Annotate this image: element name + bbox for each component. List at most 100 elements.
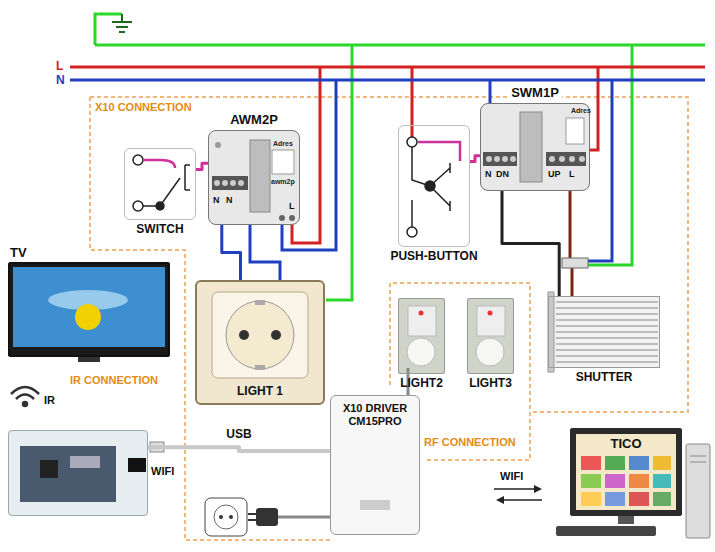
- tile: [629, 492, 649, 506]
- monitor-screen: [576, 434, 676, 510]
- node-label: X10 DRIVER CM15PRO: [335, 402, 415, 427]
- tv-art: [8, 262, 170, 362]
- driver-body: [330, 395, 420, 535]
- switch-wire: [143, 160, 175, 168]
- text-label: X10 CONNECTION: [95, 101, 192, 113]
- tile: [581, 456, 601, 470]
- raspberry-art: [8, 430, 164, 516]
- arrow-head: [496, 496, 504, 504]
- lamp-module: LIGHT2: [398, 298, 445, 374]
- text-label: IR: [44, 394, 55, 406]
- socket-plate: [212, 292, 308, 378]
- tile: [629, 474, 649, 488]
- ir-wave: [11, 387, 39, 394]
- lamp-module-body: [477, 306, 505, 336]
- tile: [605, 456, 625, 470]
- ir-wave: [16, 395, 34, 400]
- push-button-symbol: PUSH-BUTTON: [398, 125, 470, 247]
- awm2p-module: [208, 130, 300, 225]
- connector-label: USB: [224, 429, 253, 442]
- node-label: PUSH-BUTTON: [390, 250, 477, 264]
- tv-set: TV: [8, 262, 170, 357]
- lamp-photo: [398, 298, 445, 374]
- pc-tower: [686, 444, 710, 538]
- power-wires: [70, 14, 705, 300]
- x10-driver: X10 DRIVER CM15PRO: [330, 395, 420, 535]
- screw: [502, 156, 508, 162]
- ir-dot: [23, 402, 27, 406]
- text-label: IR CONNECTION: [70, 374, 158, 386]
- lamp-module-body: [408, 306, 436, 336]
- module-body: [480, 103, 590, 191]
- live-wire: [70, 66, 705, 69]
- text-label: Adres: [571, 107, 591, 115]
- address-dial: [272, 150, 294, 174]
- computer-monitor: TICO: [570, 428, 682, 516]
- socket-hole: [271, 330, 281, 340]
- swm1p-module: [480, 103, 590, 191]
- text-label: WIFI: [500, 470, 523, 482]
- wall-socket: LIGHT 1: [195, 280, 325, 405]
- wire-connector: [470, 156, 480, 162]
- shutter-slats: [556, 302, 658, 362]
- raspberry-pi: WIFI: [8, 430, 148, 516]
- screw: [230, 180, 236, 186]
- shutter-art: [548, 258, 660, 372]
- node-label: AWM2P: [230, 113, 278, 128]
- text-label: UP: [548, 170, 561, 180]
- switch-symbol: SWITCH: [124, 148, 196, 220]
- motor-wire: [570, 191, 572, 296]
- bulb: [407, 338, 435, 366]
- computer-art: [556, 428, 710, 538]
- lamp-module: LIGHT3: [467, 298, 514, 374]
- earth-clip: [255, 300, 265, 305]
- junction-box: [562, 258, 588, 268]
- switch-art: [133, 155, 190, 211]
- wifi-arrows: [494, 485, 542, 504]
- tv-stand: [78, 357, 100, 362]
- node-label: LIGHT2: [400, 377, 443, 391]
- socket-well: [226, 301, 294, 369]
- screw: [486, 156, 492, 162]
- lamp-led: [488, 311, 493, 316]
- text-label: awm2p: [271, 178, 295, 186]
- lamp-art: [398, 298, 514, 374]
- terminal: [133, 155, 143, 165]
- terminal-block: [483, 152, 517, 166]
- socket-frame: [195, 280, 325, 405]
- terminal-block: [212, 176, 248, 190]
- plug-prongs: [248, 514, 256, 520]
- chip: [40, 460, 58, 478]
- push-contacts: [412, 147, 450, 227]
- screw: [494, 156, 500, 162]
- screw: [569, 156, 575, 162]
- arrow-line: [500, 499, 542, 501]
- wire-connector: [148, 447, 330, 451]
- tile: [653, 456, 671, 470]
- terminal: [407, 137, 417, 147]
- text-label: N: [485, 170, 492, 180]
- text-label: N: [213, 196, 220, 206]
- address-dial: [566, 118, 584, 144]
- text-label: RF CONNECTION: [424, 436, 516, 448]
- wire-connector: [222, 225, 241, 280]
- ir-icon: [11, 387, 39, 406]
- earth-clip: [255, 365, 265, 370]
- wall-socket: [205, 498, 247, 536]
- tile: [653, 474, 671, 488]
- terminal-block: [546, 152, 586, 166]
- lamp-photo: [467, 298, 514, 374]
- keyboard: [556, 526, 656, 536]
- socket-hole: [239, 330, 249, 340]
- board: [20, 446, 116, 502]
- text-label: L: [289, 202, 295, 212]
- arrow-line: [494, 488, 536, 490]
- tile: [581, 492, 601, 506]
- screw: [510, 156, 516, 162]
- screw: [238, 180, 244, 186]
- dashed-regions: [90, 97, 688, 540]
- tile: [653, 492, 671, 506]
- tile: [605, 474, 625, 488]
